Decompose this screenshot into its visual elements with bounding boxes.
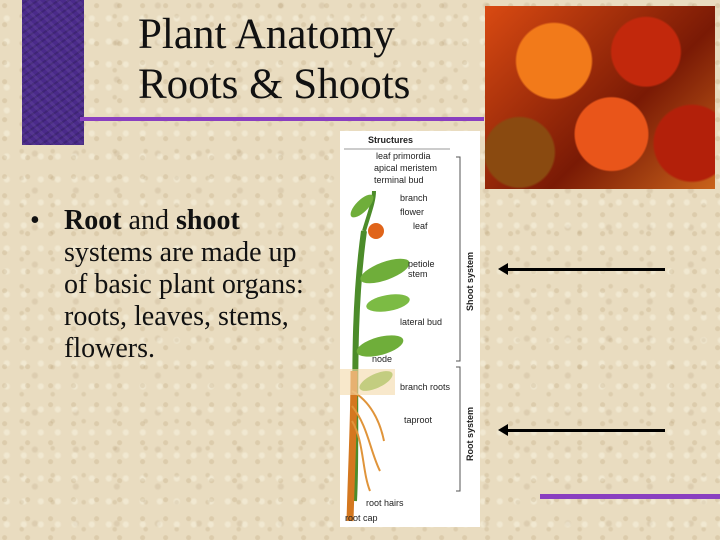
shoot-bracket <box>456 156 461 362</box>
label-lateral-bud: lateral bud <box>400 317 442 327</box>
leaf-shape <box>366 294 410 312</box>
leaf-shape <box>356 335 404 357</box>
label-node: node <box>372 354 392 364</box>
label-terminal-bud: terminal bud <box>374 175 424 185</box>
label-leaf: leaf <box>413 221 428 231</box>
bullet-text-2: systems are made up of basic plant organ… <box>64 237 304 364</box>
label-branch-roots: branch roots <box>400 382 451 392</box>
root-system-label: Root system <box>465 407 475 461</box>
bullet-text-1: and <box>121 205 176 236</box>
arrow-head-icon <box>498 424 508 436</box>
flower-shape <box>368 223 384 239</box>
label-branch: branch <box>400 193 428 203</box>
label-leaf-primordia: leaf primordia <box>376 151 431 161</box>
soil-band <box>340 369 395 395</box>
title-line-2: Roots & Shoots <box>138 61 411 108</box>
arrow-to-shoot-system <box>505 268 665 271</box>
plant-structure-diagram: Structures leaf primordia apical meriste… <box>340 131 480 527</box>
label-flower: flower <box>400 207 424 217</box>
bullet-point: • Root and shoot systems are made up of … <box>30 205 320 365</box>
title-underline <box>80 117 484 121</box>
label-root-cap: root cap <box>345 513 378 523</box>
label-apical-meristem: apical meristem <box>374 163 437 173</box>
plant-branch <box>362 190 376 232</box>
slide-title: Plant Anatomy Roots & Shoots <box>138 10 410 110</box>
label-root-hairs: root hairs <box>366 498 404 508</box>
label-taproot: taproot <box>404 415 433 425</box>
leaf-shape <box>350 194 374 218</box>
bullet-text: Root and shoot systems are made up of ba… <box>64 205 320 365</box>
label-petiole: petiole <box>408 259 435 269</box>
bottom-accent-line <box>540 494 720 499</box>
bullet-bold-shoot: shoot <box>175 205 240 236</box>
arrow-head-icon <box>498 263 508 275</box>
plant-diagram-svg: Structures leaf primordia apical meriste… <box>340 135 475 523</box>
arrow-to-root-system <box>505 429 665 432</box>
bullet-symbol: • <box>30 205 40 236</box>
diagram-heading: Structures <box>368 135 413 145</box>
bullet-bold-root: Root <box>64 205 122 236</box>
root-bracket <box>456 366 461 492</box>
autumn-leaves-image <box>485 6 715 189</box>
shoot-system-label: Shoot system <box>465 252 475 311</box>
title-line-1: Plant Anatomy <box>138 11 395 58</box>
leaf-shape <box>360 258 410 284</box>
label-stem: stem <box>408 269 428 279</box>
decorative-purple-block <box>22 0 84 145</box>
